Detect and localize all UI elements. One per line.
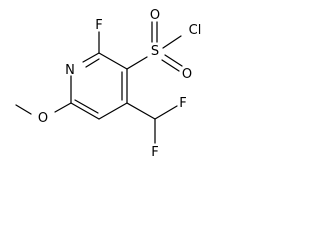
bond-s-o-lower-b	[161, 59, 180, 72]
atom-label-ring-nitrogen: N	[65, 63, 75, 78]
atom-label-ring-fluorine: F	[95, 18, 102, 33]
bond-c5-c6	[70, 102, 100, 120]
bond-c3-s	[126, 56, 148, 70]
atom-label-sulfonyl-oxygen-upper: O	[150, 8, 160, 23]
atom-label-difluoromethyl-fluorine-right: F	[179, 96, 186, 111]
bond-o-ch3	[15, 104, 32, 115]
bond-n-c2-double	[85, 58, 100, 68]
bond-c2-c3	[98, 52, 128, 70]
bond-c4-chf2	[126, 102, 156, 120]
bond-chf2-f-right	[154, 105, 178, 120]
atom-label-methoxy-oxygen: O	[38, 111, 48, 126]
chemical-structure-diagram: N F S O Cl O O F F	[15, 8, 202, 160]
atom-label-difluoromethyl-fluorine-bottom: F	[151, 145, 158, 160]
bond-s-cl	[162, 35, 182, 49]
bond-n-c2	[82, 52, 100, 63]
atom-label-chlorine: Cl	[189, 23, 202, 38]
bond-s-o-lower-a	[164, 54, 183, 67]
bond-c6-o	[54, 102, 72, 113]
bond-c4-c5	[98, 102, 128, 120]
atom-label-sulfonyl-oxygen-lower: O	[182, 67, 192, 82]
pyridine-ring	[70, 52, 128, 120]
bond-c5-c6-double	[74, 99, 99, 114]
atom-label-sulfur: S	[151, 44, 159, 59]
